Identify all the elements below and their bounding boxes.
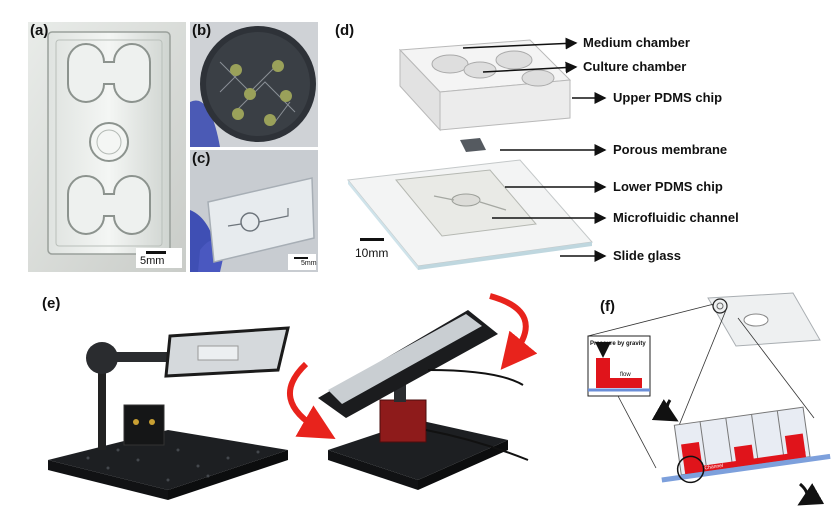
callout-culture-chamber: Culture chamber [583,59,687,74]
photo-c-lower-chip [190,150,318,272]
panel-label-d: (d) [335,22,355,39]
inset-pressure-text: Pressure by gravity [590,341,646,347]
diagram-f-gravity-flow: Pressure by gravity flow Channel [578,288,833,510]
panel-label-e: (e) [42,295,61,312]
callout-lower-pdms-chip: Lower PDMS chip [613,179,723,194]
panel-label-f: (f) [600,298,615,315]
scale-label-a: 5mm [140,255,165,267]
photo-b-membrane-dish [190,22,318,147]
callout-arrow-medium [462,37,578,50]
upper-pdms-chip-shape [398,39,572,132]
callout-slide-glass: Slide glass [613,248,681,263]
panel-label-c: (c) [192,150,211,167]
callout-porous-membrane: Porous membrane [613,142,728,157]
inset-flow-text: flow [620,372,631,378]
photo-e-rocker-setup [28,290,568,510]
channel-text: Channel [704,463,723,472]
callout-medium-chamber: Medium chamber [583,35,690,50]
black-rotation-arrow-lower [797,482,825,506]
red-rotation-arrow-upper [489,293,538,370]
callout-upper-pdms-chip: Upper PDMS chip [613,90,723,105]
callout-microfluidic-channel: Microfluidic channel [613,210,739,225]
callout-arrow-culture [482,61,578,74]
scale-label-d: 10mm [355,246,389,260]
porous-membrane-shape [460,138,486,152]
panel-label-b: (b) [192,22,212,39]
photo-a-chip [28,22,186,272]
black-rotation-arrow-upper [651,399,679,422]
scale-label-c: 5mm [301,260,317,267]
panel-label-a: (a) [30,22,49,39]
red-rotation-arrow-lower [287,361,336,440]
